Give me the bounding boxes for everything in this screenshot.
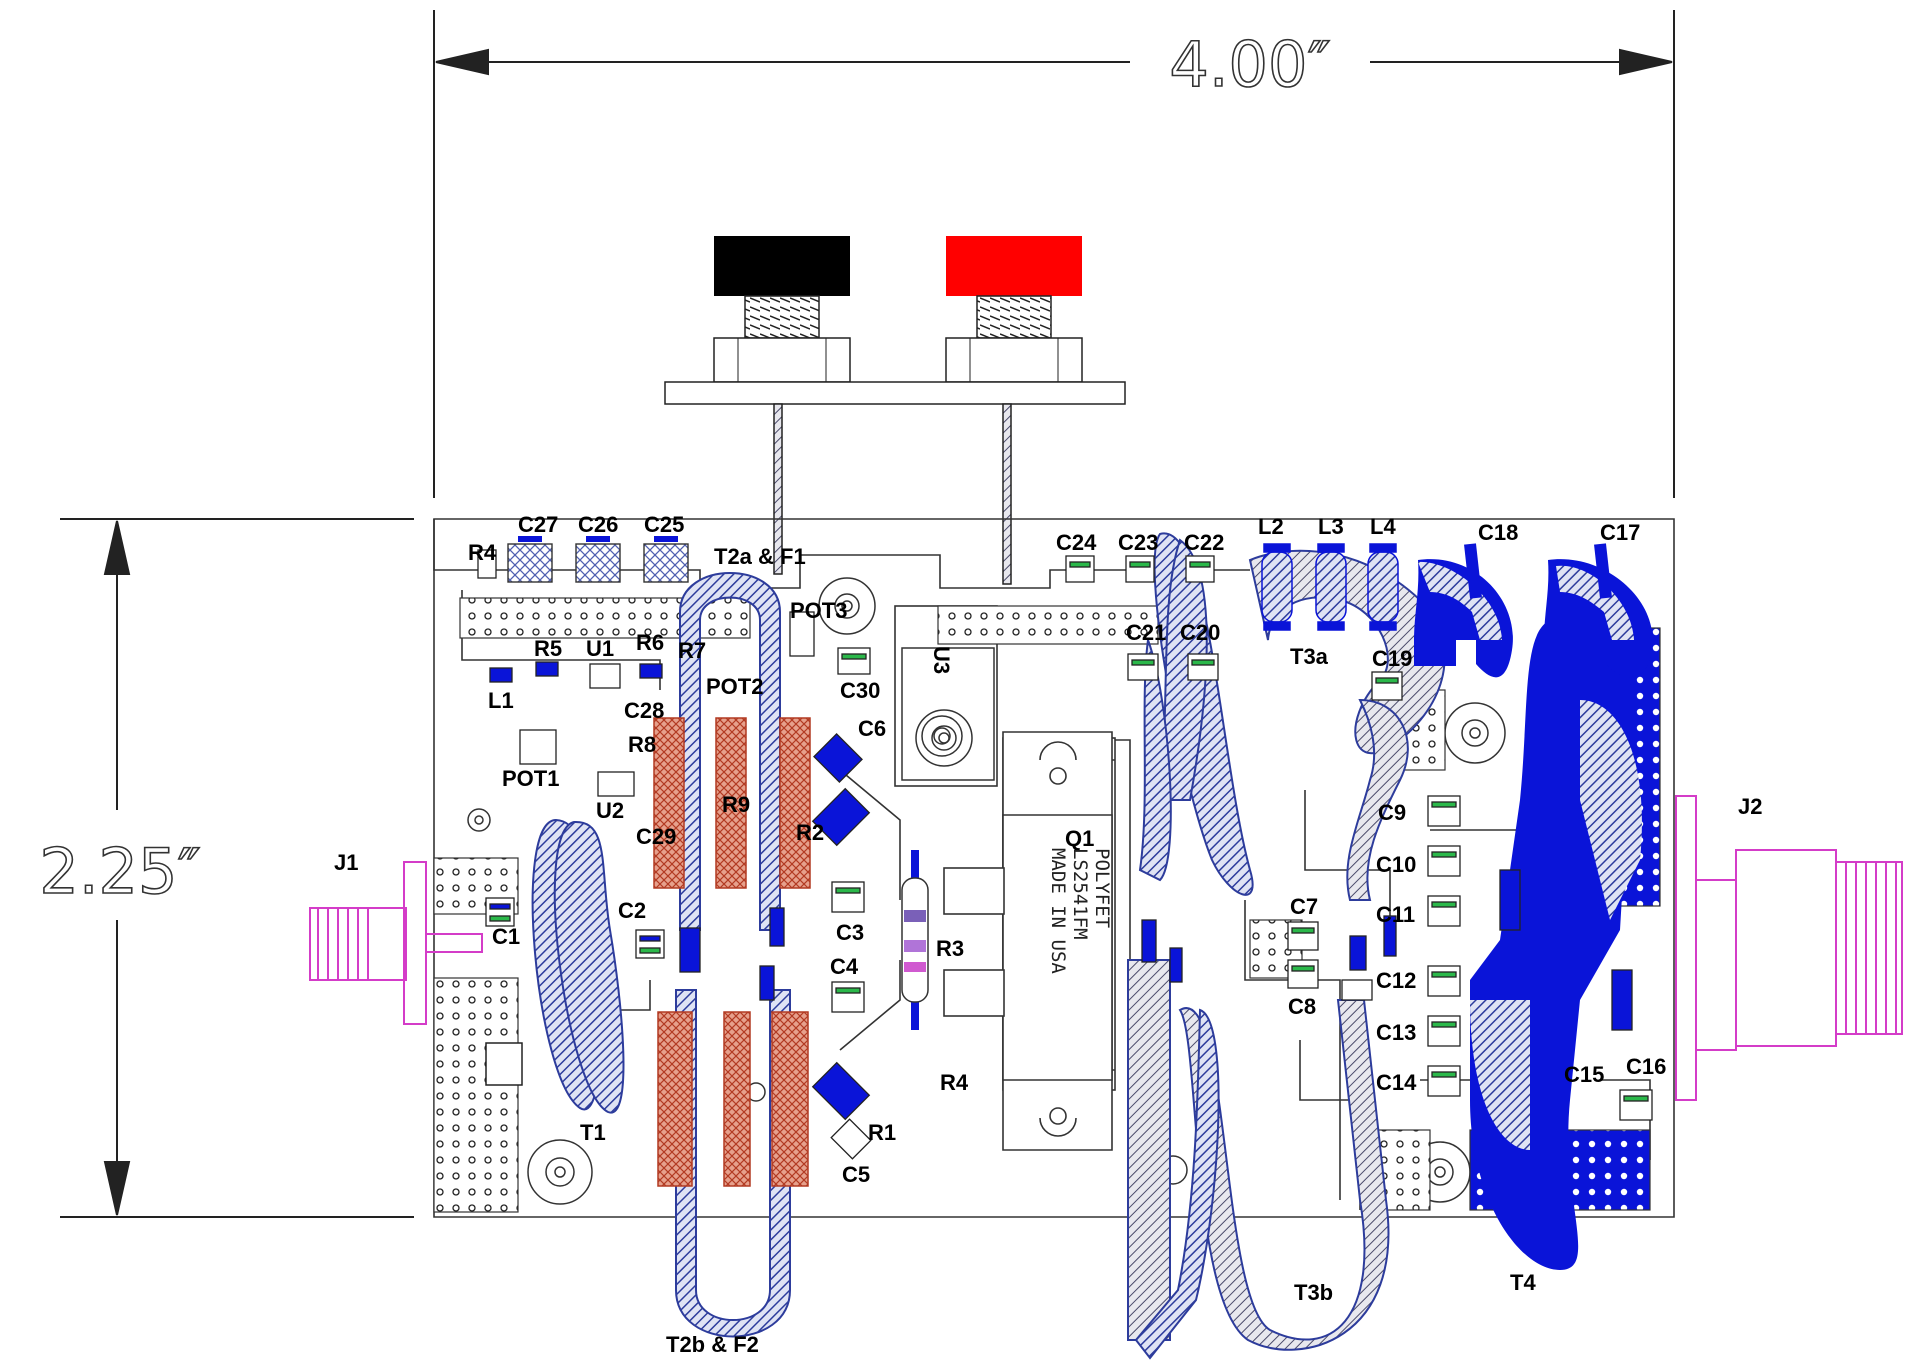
ref-j1: J1 xyxy=(334,850,358,875)
ref-c12: C12 xyxy=(1376,968,1416,993)
ref-t2b-f2: T2b & F2 xyxy=(666,1332,759,1357)
ref-c14: C14 xyxy=(1376,1070,1417,1095)
svg-text:LS2541FM: LS2541FM xyxy=(1069,848,1091,940)
ref-c1: C1 xyxy=(492,924,520,949)
pad-square xyxy=(485,1042,523,1086)
ref-c19: C19 xyxy=(1372,646,1412,671)
ref-c5: C5 xyxy=(842,1162,870,1187)
ref-c26: C26 xyxy=(578,512,618,537)
ref-r9: R9 xyxy=(722,792,750,817)
ref-l4: L4 xyxy=(1370,514,1396,539)
ref-c8: C8 xyxy=(1288,994,1316,1019)
ref-r8: R8 xyxy=(628,732,656,757)
t1-transformer xyxy=(531,818,625,1114)
ref-r6: R6 xyxy=(636,630,664,655)
inductors-l2-l4 xyxy=(1261,543,1399,631)
ref-c30: C30 xyxy=(840,678,880,703)
r3-resistor xyxy=(901,850,929,1030)
width-dimension xyxy=(433,10,1675,498)
ref-c3: C3 xyxy=(836,920,864,945)
ref-c23: C23 xyxy=(1118,530,1158,555)
height-dimension-label: 2.25″ xyxy=(39,835,200,908)
ref-t3a: T3a xyxy=(1290,644,1329,669)
ref-l3: L3 xyxy=(1318,514,1344,539)
c18-capacitor xyxy=(1414,543,1513,678)
ref-t2a-f1: T2a & F1 xyxy=(714,544,806,569)
ref-pot2: POT2 xyxy=(706,674,763,699)
ref-c4: C4 xyxy=(830,954,859,979)
ref-c18: C18 xyxy=(1478,520,1518,545)
ref-r2: R2 xyxy=(796,820,824,845)
ref-c21: C21 xyxy=(1126,620,1166,645)
capacitors-c25-c27 xyxy=(507,536,689,583)
width-dimension-label: 4.00″ xyxy=(1169,28,1330,101)
power-terminal-negative xyxy=(713,236,851,383)
ref-c16: C16 xyxy=(1626,1054,1666,1079)
ref-l2: L2 xyxy=(1258,514,1284,539)
svg-text:MADE IN USA: MADE IN USA xyxy=(1047,848,1069,974)
ref-c28: C28 xyxy=(624,698,664,723)
reference-designators: C1 C2 C3 C4 C5 C6 C7 C8 C9 C10 C11 C12 C… xyxy=(334,512,1762,1357)
q1-transistor-package xyxy=(943,731,1113,1151)
ref-c9: C9 xyxy=(1378,800,1406,825)
ref-r4: R4 xyxy=(940,1070,969,1095)
ref-c27: C27 xyxy=(518,512,558,537)
ref-u2: U2 xyxy=(596,798,624,823)
smd-parts xyxy=(477,549,1653,1160)
j1-sma-connector xyxy=(309,861,483,1025)
u3-regulator xyxy=(901,647,995,781)
ref-c15: C15 xyxy=(1564,1062,1604,1087)
c17-capacitor xyxy=(1544,543,1653,678)
ref-pot3: POT3 xyxy=(790,598,847,623)
ref-t1: T1 xyxy=(580,1120,606,1145)
q1-marking: POLYFET LS2541FM MADE IN USA xyxy=(1047,848,1113,974)
ref-r7: R7 xyxy=(678,638,706,663)
ref-r4-top: R4 xyxy=(468,540,497,565)
ref-c29: C29 xyxy=(636,824,676,849)
t4-transformer xyxy=(1470,618,1642,1270)
ferrite-f1 xyxy=(653,717,811,889)
j2-sma-connector xyxy=(1675,795,1903,1101)
ref-c10: C10 xyxy=(1376,852,1416,877)
ref-c20: C20 xyxy=(1180,620,1220,645)
ref-r3: R3 xyxy=(936,936,964,961)
ref-t3b: T3b xyxy=(1294,1280,1333,1305)
ferrite-f2 xyxy=(657,1011,809,1187)
ref-c25: C25 xyxy=(644,512,684,537)
ref-r5: R5 xyxy=(534,636,562,661)
ref-u1: U1 xyxy=(586,636,614,661)
svg-text:POLYFET: POLYFET xyxy=(1091,848,1113,928)
ref-t4: T4 xyxy=(1510,1270,1536,1295)
ref-u3: U3 xyxy=(929,646,954,674)
terminal-bracket xyxy=(664,381,1126,585)
ref-c24: C24 xyxy=(1056,530,1097,555)
height-dimension xyxy=(60,518,414,1218)
ref-c11: C11 xyxy=(1376,902,1415,927)
ref-c7: C7 xyxy=(1290,894,1318,919)
q1-label: Q1 xyxy=(1065,826,1094,851)
ref-c2: C2 xyxy=(618,898,646,923)
power-terminal-positive xyxy=(945,236,1083,383)
ref-l1: L1 xyxy=(488,688,514,713)
ref-j2: J2 xyxy=(1738,794,1762,819)
ref-r1: R1 xyxy=(868,1120,896,1145)
ref-c17: C17 xyxy=(1600,520,1640,545)
ref-c6: C6 xyxy=(858,716,886,741)
ref-c22: C22 xyxy=(1184,530,1224,555)
ref-c13: C13 xyxy=(1376,1020,1416,1045)
ref-pot1: POT1 xyxy=(502,766,559,791)
